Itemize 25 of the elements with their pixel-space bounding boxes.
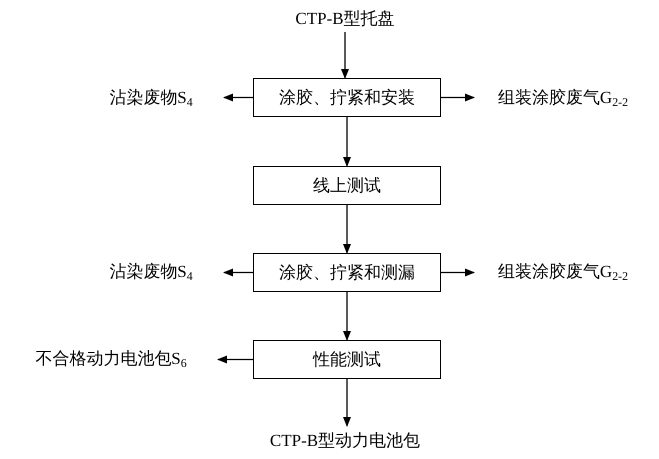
process-box	[253, 253, 441, 292]
arrow	[343, 117, 351, 167]
arrow	[217, 356, 253, 364]
arrow	[343, 205, 351, 254]
process-label: 涂胶、拧紧和测漏	[279, 262, 415, 284]
arrow	[343, 292, 351, 341]
process-box	[253, 78, 441, 117]
output-label: 组装涂胶废气G$_{2-2}$	[498, 87, 628, 110]
output-label: 沾染废物S$_{4}$	[109, 261, 193, 284]
process-box	[253, 166, 441, 205]
arrow	[343, 379, 351, 427]
arrow	[223, 268, 253, 276]
process-label: 线上测试	[313, 175, 381, 197]
output-label: CTP-B型动力电池包	[270, 430, 420, 452]
arrow	[441, 94, 475, 102]
output-label: CTP-B型托盘	[295, 8, 395, 30]
process-box	[253, 340, 441, 379]
arrow	[441, 268, 475, 276]
output-label: 组装涂胶废气G$_{2-2}$	[498, 261, 628, 284]
arrow	[341, 32, 349, 79]
process-label: 涂胶、拧紧和安装	[279, 87, 415, 109]
output-label: 沾染废物S$_{4}$	[109, 87, 193, 110]
arrow	[223, 94, 253, 102]
process-label: 性能测试	[313, 349, 381, 371]
output-label: 不合格动力电池包S$_{6}$	[35, 348, 187, 371]
